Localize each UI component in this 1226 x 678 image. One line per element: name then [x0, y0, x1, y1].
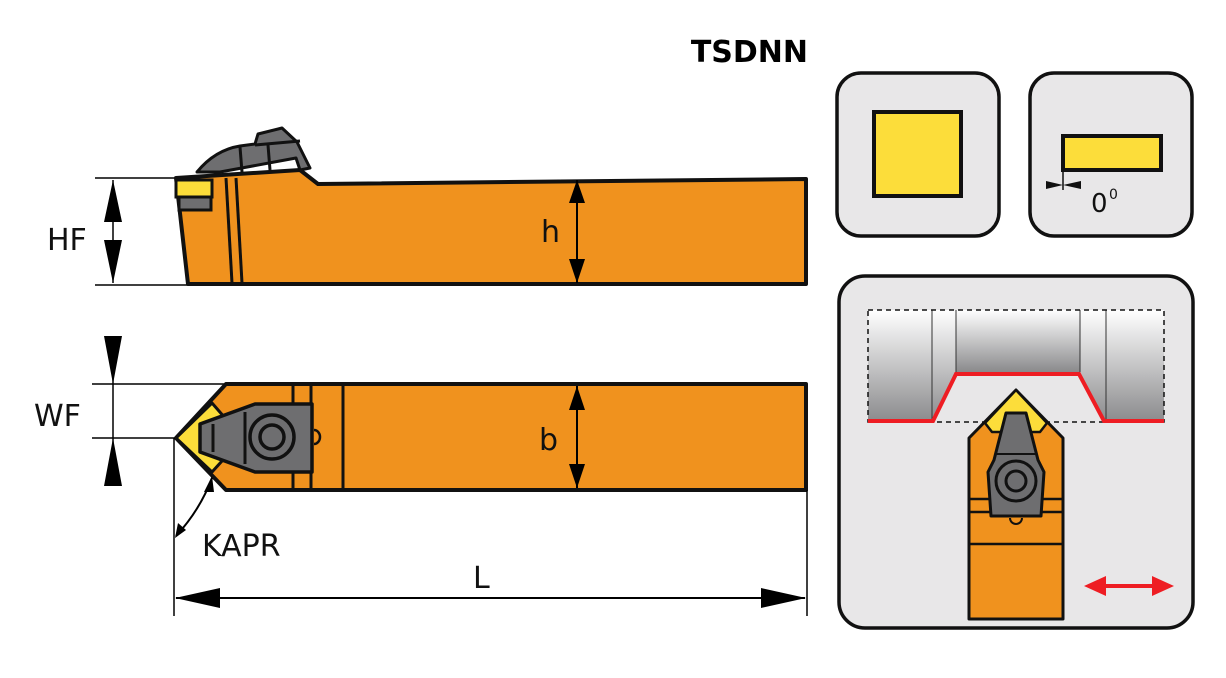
turning-application-icon [837, 274, 1195, 630]
wf-dimension-arrow [104, 336, 122, 486]
cut-path [868, 372, 1164, 423]
clamp-side [195, 126, 312, 174]
double-arrow-icon [1084, 576, 1174, 596]
l-label: L [473, 561, 490, 596]
clamp-seg [254, 139, 301, 147]
hf-dimension-arrow [104, 180, 122, 283]
workpiece [867, 309, 1165, 423]
clamp-pin [313, 428, 322, 446]
clearance-angle-value: 0 [1091, 189, 1108, 219]
shank-side-body [174, 168, 808, 286]
slot-line [224, 177, 234, 284]
clamp-screw-inner [258, 423, 286, 451]
insert-side [174, 178, 214, 199]
clearance-angle-degree: 0 [1109, 187, 1118, 203]
b-label: b [539, 423, 558, 458]
square-insert-icon [835, 71, 1001, 238]
wf-label: WF [34, 399, 81, 434]
side-view: HF h [47, 126, 808, 286]
slot-line [234, 177, 244, 284]
l-dimension-arrow [175, 588, 806, 608]
h-label: h [541, 215, 560, 250]
kapr-arrow-head [204, 476, 214, 492]
hf-label: HF [47, 223, 87, 258]
kapr-arrow-head [175, 523, 186, 538]
product-code-title: TSDNN [691, 35, 808, 70]
clearance-angle-icon: 0 0 [1028, 71, 1194, 238]
clamp-seg [266, 144, 272, 171]
kapr-label: KAPR [202, 529, 281, 564]
b-dimension-arrow [569, 386, 585, 488]
shank-top-body [174, 382, 808, 492]
tool-front-view [967, 388, 1065, 621]
clamp-seg [238, 146, 244, 173]
shim-side [177, 195, 213, 212]
top-view: WF b KAPR L [34, 336, 808, 616]
h-dimension-arrow [569, 180, 585, 283]
